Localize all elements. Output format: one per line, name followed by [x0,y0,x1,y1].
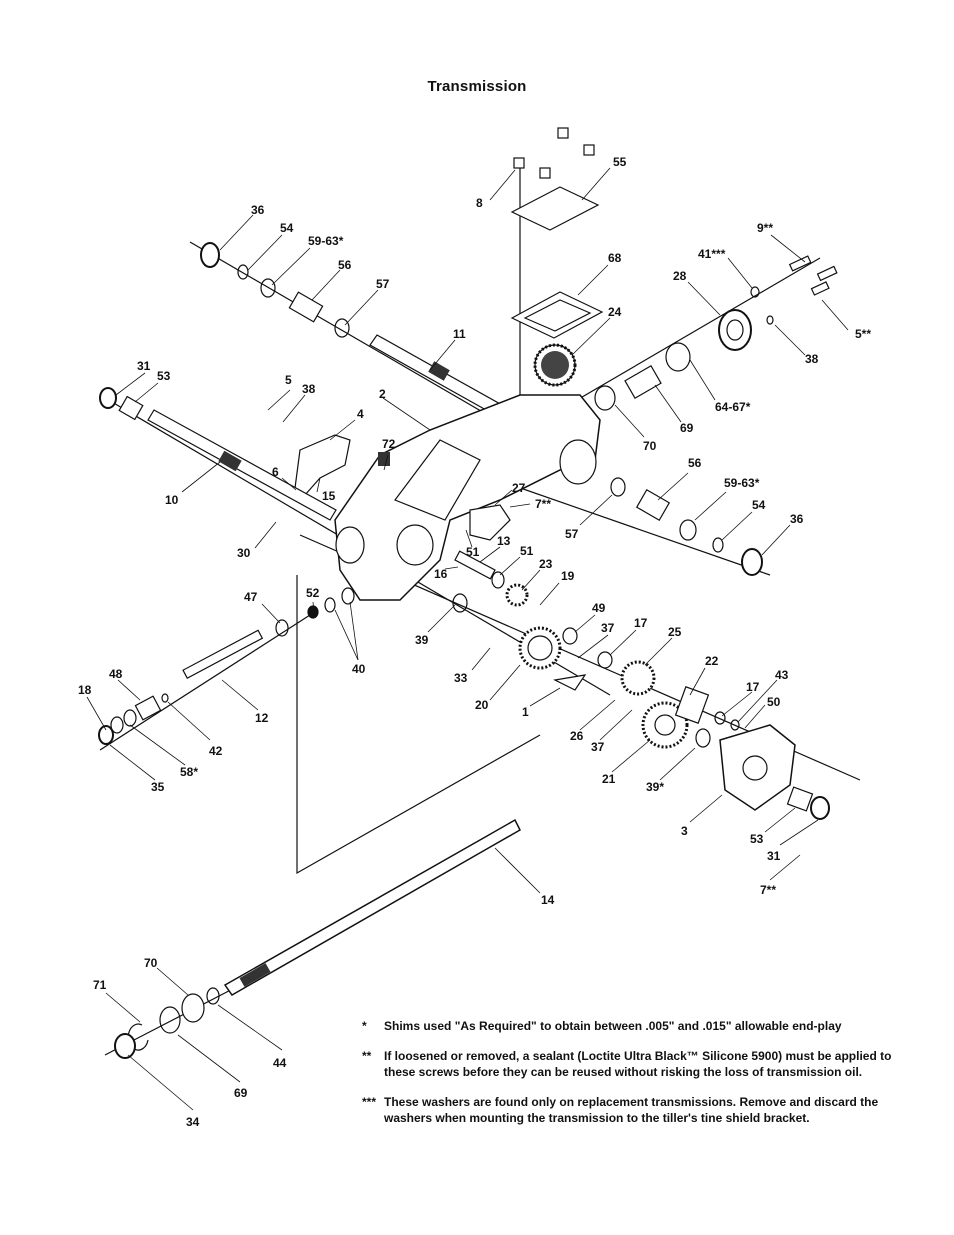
callout-label: 41*** [698,247,726,261]
callout-label: 7** [760,883,776,897]
callout-label: 10 [165,493,179,507]
callout-label: 71 [93,978,107,992]
callout-label: 40 [352,662,366,676]
callout-label: 59-63* [308,234,344,248]
footnote-text: These washers are found only on replacem… [384,1095,879,1125]
callout-label: 5 [285,373,292,387]
callout-label: 47 [244,590,258,604]
callout-label: 16 [434,567,448,581]
callout-label: 52 [306,586,320,600]
callout-label: 68 [608,251,622,265]
callout-label: 53 [157,369,171,383]
callout-label: 37 [591,740,605,754]
callout-label: 33 [454,671,468,685]
callout-label: 59-63* [724,476,760,490]
callout-label: 28 [673,269,687,283]
callout-label: 31 [767,849,781,863]
callout-label: 38 [805,352,819,366]
callout-label: 6 [272,465,279,479]
callout-label: 4 [357,407,364,421]
callout-label: 17 [634,616,648,630]
callout-label: 35 [151,780,165,794]
callout-label: 9** [757,221,773,235]
footnote-sealant: ** If loosened or removed, a sealant (Lo… [362,1048,922,1080]
callout-label: 24 [608,305,622,319]
callout-label: 12 [255,711,269,725]
callout-label: 50 [767,695,781,709]
callout-label: 31 [137,359,151,373]
callout-label: 51 [520,544,534,558]
footnote-mark: * [362,1019,367,1033]
callout-label: 23 [539,557,553,571]
callout-label: 3 [681,824,688,838]
callout-label: 42 [209,744,223,758]
callout-label: 48 [109,667,123,681]
callout-label: 49 [592,601,606,615]
callout-label: 51 [466,545,480,559]
callout-label: 55 [613,155,627,169]
callout-label: 70 [144,956,158,970]
callout-label: 54 [280,221,294,235]
callout-label: 27 [512,481,526,495]
callout-label: 69 [234,1086,248,1100]
callout-label: 1 [522,705,529,719]
callout-label: 26 [570,729,584,743]
callout-label: 56 [688,456,702,470]
callout-label: 58* [180,765,198,779]
callout-label: 14 [541,893,555,907]
callout-label: 30 [237,546,251,560]
footnote-washers: *** These washers are found only on repl… [362,1094,922,1126]
callout-label: 57 [565,527,579,541]
callout-label: 44 [273,1056,287,1070]
callout-label: 5** [855,327,871,341]
callout-label: 22 [705,654,719,668]
callout-label: 69 [680,421,694,435]
callout-label: 2 [379,387,386,401]
callout-label: 72 [382,437,396,451]
footnote-shims: * Shims used "As Required" to obtain bet… [362,1018,922,1034]
callout-label: 70 [643,439,657,453]
callout-label: 11 [453,327,466,341]
callout-label: 25 [668,625,682,639]
footnote-text: Shims used "As Required" to obtain betwe… [384,1019,842,1033]
callout-label: 56 [338,258,352,272]
callout-label: 36 [790,512,804,526]
callout-label: 54 [752,498,766,512]
footnote-text: If loosened or removed, a sealant (Locti… [384,1049,892,1079]
callout-label: 57 [376,277,390,291]
callout-label: 39 [415,633,429,647]
callout-label: 19 [561,569,575,583]
callout-label: 8 [476,196,483,210]
callout-label: 17 [746,680,760,694]
callout-label: 43 [775,668,789,682]
callout-label: 37 [601,621,615,635]
callout-label: 38 [302,382,316,396]
callout-label: 64-67* [715,400,751,414]
callout-label: 18 [78,683,92,697]
footnote-mark: *** [362,1095,377,1109]
footnotes: * Shims used "As Required" to obtain bet… [362,1018,922,1140]
footnote-mark: ** [362,1049,372,1063]
callout-label: 36 [251,203,265,217]
callout-label: 21 [602,772,616,786]
callout-label: 53 [750,832,764,846]
callout-label: 13 [497,534,511,548]
page-title: Transmission [427,78,527,95]
callout-label: 7** [535,497,551,511]
callout-label: 39* [646,780,664,794]
callout-label: 15 [322,489,336,503]
callout-label: 20 [475,698,489,712]
callout-label: 34 [186,1115,200,1129]
